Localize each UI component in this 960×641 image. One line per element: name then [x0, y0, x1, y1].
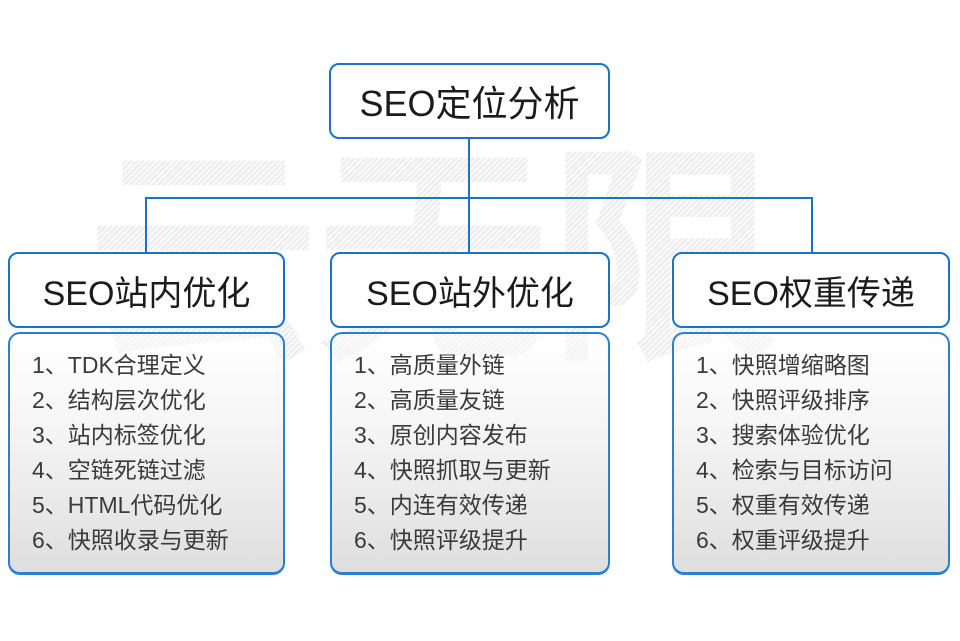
- list-item: 4、空链死链过滤: [32, 457, 206, 483]
- branch-node-onsite-title: SEO站内优化: [42, 274, 251, 313]
- list-item: 3、原创内容发布: [354, 422, 528, 448]
- list-item: 2、高质量友链: [354, 387, 505, 413]
- root-node-title: SEO定位分析: [359, 83, 580, 124]
- connector-middle-drop: [468, 197, 470, 254]
- list-item: 3、搜索体验优化: [696, 422, 870, 448]
- list-item: 6、快照评级提升: [354, 527, 528, 553]
- branch-node-weight-title: SEO权重传递: [707, 274, 915, 313]
- panel-weight: 1、快照增缩略图 2、快照评级排序 3、搜索体验优化 4、检索与目标访问 5、权…: [672, 332, 950, 575]
- panel-offsite: 1、高质量外链 2、高质量友链 3、原创内容发布 4、快照抓取与更新 5、内连有…: [330, 332, 610, 575]
- branch-node-offsite-title: SEO站外优化: [366, 274, 574, 313]
- list-item: 5、内连有效传递: [354, 492, 528, 518]
- root-node: SEO定位分析: [329, 63, 610, 139]
- branch-node-offsite: SEO站外优化: [330, 252, 610, 328]
- panel-weight-list: 1、快照增缩略图 2、快照评级排序 3、搜索体验优化 4、检索与目标访问 5、权…: [674, 334, 948, 558]
- list-item: 2、结构层次优化: [32, 387, 206, 413]
- list-item: 2、快照评级排序: [696, 387, 870, 413]
- list-item: 6、权重评级提升: [696, 527, 870, 553]
- branch-node-onsite: SEO站内优化: [8, 252, 285, 328]
- list-item: 5、权重有效传递: [696, 492, 870, 518]
- list-item: 1、TDK合理定义: [32, 352, 206, 378]
- connector-root-vertical: [468, 139, 470, 198]
- panel-onsite: 1、TDK合理定义 2、结构层次优化 3、站内标签优化 4、空链死链过滤 5、H…: [8, 332, 285, 575]
- list-item: 1、快照增缩略图: [696, 352, 870, 378]
- list-item: 5、HTML代码优化: [32, 492, 223, 518]
- panel-offsite-list: 1、高质量外链 2、高质量友链 3、原创内容发布 4、快照抓取与更新 5、内连有…: [332, 334, 608, 558]
- connector-horizontal: [145, 197, 813, 199]
- list-item: 4、检索与目标访问: [696, 457, 893, 483]
- connector-right-drop: [811, 197, 813, 254]
- list-item: 4、快照抓取与更新: [354, 457, 551, 483]
- panel-onsite-list: 1、TDK合理定义 2、结构层次优化 3、站内标签优化 4、空链死链过滤 5、H…: [10, 334, 283, 558]
- connector-left-drop: [145, 197, 147, 254]
- list-item: 1、高质量外链: [354, 352, 505, 378]
- branch-node-weight: SEO权重传递: [672, 252, 950, 328]
- list-item: 6、快照收录与更新: [32, 527, 229, 553]
- list-item: 3、站内标签优化: [32, 422, 206, 448]
